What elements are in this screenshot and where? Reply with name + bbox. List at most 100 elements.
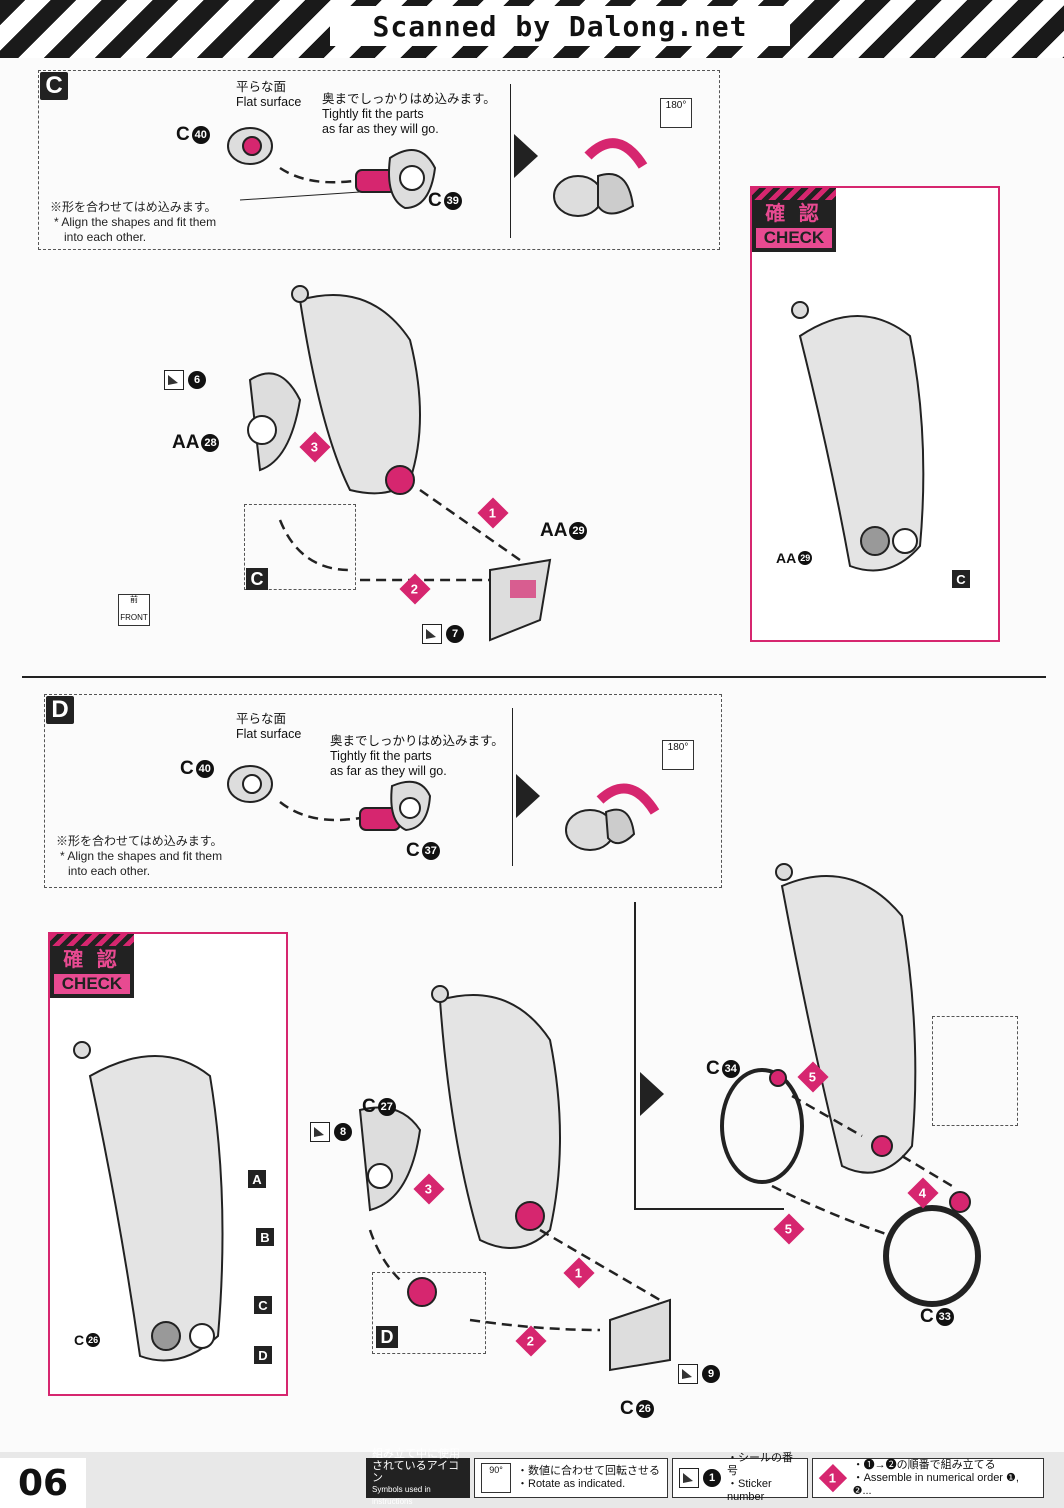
- part-number: 28: [201, 434, 220, 452]
- part-number: 26: [86, 1333, 101, 1347]
- check-tag-c: C: [254, 1296, 272, 1314]
- check-diagram-1: [791, 301, 925, 572]
- part-diagram-d: [227, 765, 432, 832]
- step-number: 4: [919, 1185, 927, 1201]
- rotate-degrees: 180°: [665, 100, 687, 111]
- sticker-icon: [678, 1364, 698, 1384]
- sticker-7: 7: [422, 624, 464, 644]
- align-en-1: * Align the shapes and fit them: [54, 215, 217, 229]
- sticker-9: 9: [678, 1364, 720, 1384]
- part-label-c39: C 39: [428, 190, 462, 212]
- runner-letter: C: [406, 840, 420, 861]
- step-separator: [510, 84, 511, 238]
- part-number: 37: [421, 842, 440, 860]
- front-jp: 前: [130, 595, 138, 604]
- sticker-6: 6: [164, 370, 206, 390]
- step-d-frame: [44, 694, 722, 888]
- align-jp: ※形を合わせてはめ込みます。: [56, 834, 223, 848]
- step-number: 2: [411, 581, 419, 597]
- rotate-icon: 180°: [662, 740, 694, 770]
- step-number: 3: [311, 439, 319, 455]
- part-label-c33: C 33: [920, 1306, 954, 1328]
- legend-rotate-en: ・Rotate as indicated.: [517, 1478, 626, 1490]
- legend-sticker: 1 ・シールの番号 ・Sticker number: [672, 1452, 808, 1503]
- flat-surface-en: Flat surface: [236, 95, 302, 109]
- sticker-icon: [310, 1122, 330, 1142]
- sticker-icon: [679, 1468, 699, 1488]
- runner-letter: C: [620, 1398, 634, 1419]
- part-label-aa28: AA 28: [172, 432, 220, 454]
- step-letter-c: C: [40, 72, 68, 100]
- part-label-aa29: AA 29: [540, 520, 588, 542]
- legend-sticker-en: ・Sticker number: [727, 1478, 772, 1503]
- check-tag-c: C: [952, 570, 970, 588]
- rotated-part-d: [565, 783, 660, 851]
- detail-inset: [932, 1016, 1018, 1126]
- sticker-number: 6: [188, 371, 206, 389]
- watermark: Scanned by Dalong.net: [330, 6, 790, 46]
- step-number: 1: [489, 505, 497, 521]
- next-arrow: [516, 774, 540, 818]
- align-en-2: into each other.: [64, 230, 147, 244]
- sticker-icon: [164, 370, 184, 390]
- part-label-c26: C 26: [620, 1398, 654, 1420]
- next-arrow: [514, 134, 538, 178]
- flat-surface-jp: 平らな面: [236, 712, 287, 726]
- check-en: CHECK: [756, 228, 832, 248]
- runner-letter: C: [706, 1058, 720, 1079]
- next-arrow: [640, 1072, 664, 1116]
- check-jp: 確 認: [765, 203, 823, 225]
- sticker-number: 7: [446, 625, 464, 643]
- fit-en-2: as far as they will go.: [330, 764, 447, 778]
- flat-surface-en: Flat surface: [236, 727, 302, 741]
- assembly-diagram-1: [247, 285, 552, 642]
- step-number: 2: [527, 1333, 535, 1349]
- check-badge-1: 確 認 CHECK: [752, 188, 836, 252]
- runner-letter: C: [362, 1096, 376, 1117]
- legend-sticker-jp: ・シールの番号: [727, 1452, 793, 1477]
- check-tag-b: B: [256, 1228, 274, 1246]
- runner-letter: C: [74, 1332, 85, 1348]
- check-tag-d: D: [254, 1346, 272, 1364]
- check-en: CHECK: [54, 974, 130, 994]
- align-en-2: into each other.: [68, 864, 151, 878]
- part-number: 29: [798, 551, 813, 565]
- part-number: 34: [721, 1060, 740, 1078]
- part-number: 29: [569, 522, 588, 540]
- fit-en-1: Tightly fit the parts: [330, 749, 432, 763]
- order-number: 1: [829, 1470, 837, 1486]
- legend-rotate: 90° ・数値に合わせて回転させる ・Rotate as indicated.: [474, 1458, 668, 1498]
- runner-letter: C: [428, 190, 442, 211]
- legend-title-jp-1: 組み立て中に使用: [372, 1448, 460, 1460]
- step-letter-d: D: [46, 696, 74, 724]
- check-tag-a: A: [248, 1170, 266, 1188]
- runner-letter: C: [176, 124, 190, 145]
- sticker-icon-group: 1: [679, 1468, 721, 1488]
- sticker-number: 9: [702, 1365, 720, 1383]
- runner-letter: C: [180, 758, 194, 779]
- flow-line: [634, 1208, 784, 1210]
- fit-en-2: as far as they will go.: [322, 122, 439, 136]
- page-number: 06: [0, 1458, 86, 1508]
- sticker-number: 8: [334, 1123, 352, 1141]
- legend-order: 1 ・❶→❷の順番で組み立てる ・Assemble in numerical o…: [812, 1458, 1044, 1498]
- runner-letter: AA: [540, 520, 568, 541]
- step-c-frame: [38, 70, 720, 250]
- section-divider: [22, 676, 1046, 678]
- legend-order-en: ・Assemble in numerical order ❶, ❷...: [852, 1471, 1019, 1497]
- fit-en-1: Tightly fit the parts: [322, 107, 424, 121]
- part-diagram-c: [227, 127, 437, 210]
- part-number: 26: [635, 1400, 654, 1418]
- rotated-part-c: [553, 138, 648, 217]
- flat-surface-jp: 平らな面: [236, 80, 287, 94]
- check-badge-2: 確 認 CHECK: [50, 934, 134, 998]
- rotate-icon: 90°: [481, 1463, 511, 1493]
- part-number: 27: [377, 1098, 396, 1116]
- runner-letter: C: [920, 1306, 934, 1327]
- fit-jp: 奥までしっかりはめ込みます。: [322, 92, 496, 106]
- subassembly-d-frame: [372, 1272, 486, 1354]
- part-label-c37: C 37: [406, 840, 440, 862]
- rotate-degrees: 180°: [667, 742, 689, 753]
- check-label-c26: C 26: [74, 1332, 101, 1348]
- runner-letter: AA: [776, 550, 797, 566]
